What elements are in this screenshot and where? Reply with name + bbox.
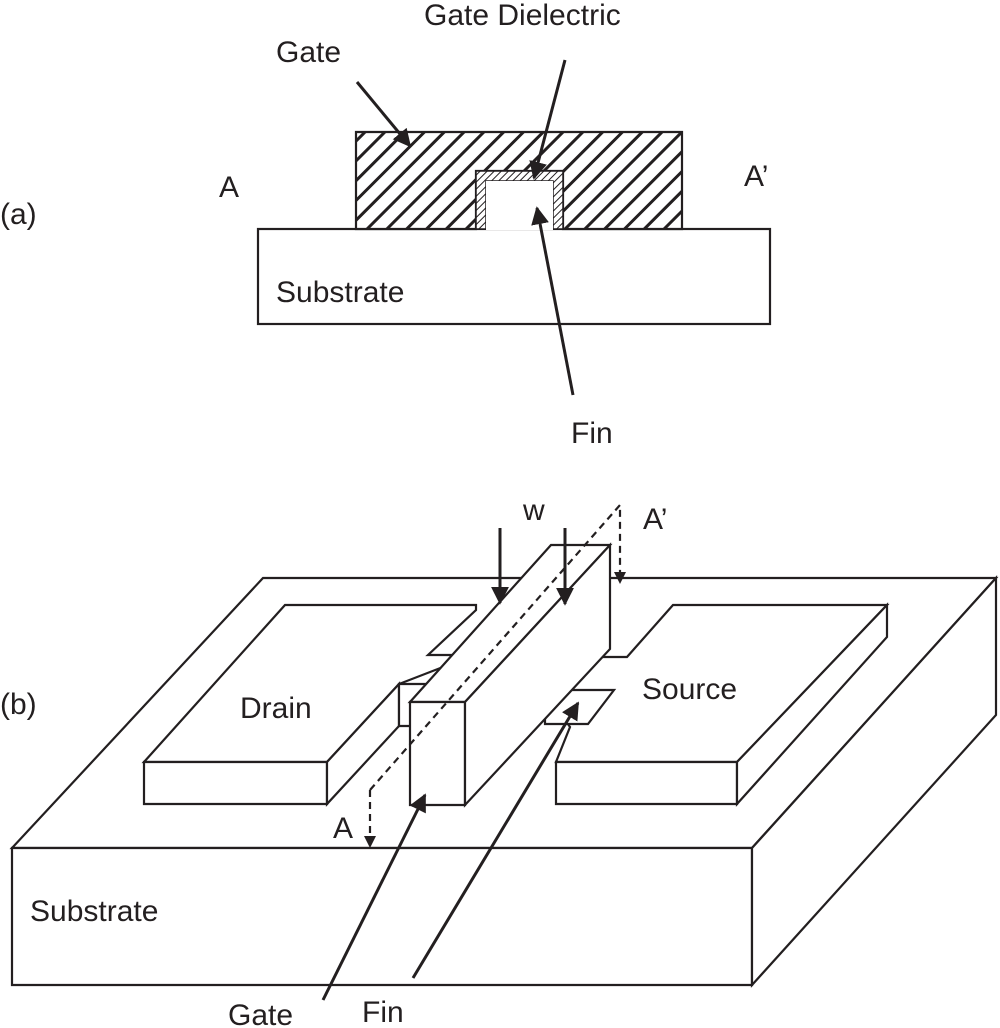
fin-arrow-a bbox=[531, 206, 575, 396]
panel-b-label: (b) bbox=[0, 688, 37, 721]
substrate-label-a: Substrate bbox=[276, 276, 404, 309]
gate-label-a: Gate bbox=[276, 36, 341, 69]
source-pad-side bbox=[735, 602, 889, 807]
fin-label-b: Fin bbox=[362, 996, 404, 1028]
panel-b: (b) w A’ Drain Source A Substrate Gate F… bbox=[0, 494, 999, 1028]
point-a-prime-label-b: A’ bbox=[643, 503, 667, 536]
fin-a bbox=[486, 181, 553, 230]
gate-arrow-a bbox=[355, 81, 412, 148]
fin-arrow-b bbox=[411, 701, 580, 979]
drain-pad-front bbox=[142, 760, 329, 806]
gate-dielectric-arrow bbox=[529, 59, 567, 180]
substrate-side-b bbox=[750, 575, 998, 988]
source-pad-front bbox=[554, 760, 739, 806]
cut-arrow-a-prime bbox=[614, 572, 626, 584]
width-label: w bbox=[522, 494, 545, 527]
gate-beam-front bbox=[408, 700, 467, 807]
cut-arrow-a bbox=[364, 836, 376, 848]
point-a-prime-label-a: A’ bbox=[744, 160, 768, 193]
panel-a-label: (a) bbox=[0, 198, 37, 231]
fin-label-a: Fin bbox=[571, 417, 613, 450]
gate-dielectric-label: Gate Dielectric bbox=[424, 0, 621, 32]
source-label: Source bbox=[642, 673, 737, 706]
drain-label: Drain bbox=[240, 692, 312, 725]
point-a-label-a: A bbox=[219, 171, 239, 204]
substrate-label-b: Substrate bbox=[30, 895, 158, 928]
panel-a: (a) Gate Gate Dielectric A A’ Substrate … bbox=[0, 0, 772, 450]
gate-label-b: Gate bbox=[228, 999, 293, 1028]
substrate-block-a bbox=[256, 227, 772, 326]
gate-arrow-b bbox=[321, 793, 427, 1001]
cut-line-a-a-prime bbox=[368, 502, 622, 842]
point-a-label-b: A bbox=[333, 812, 353, 845]
